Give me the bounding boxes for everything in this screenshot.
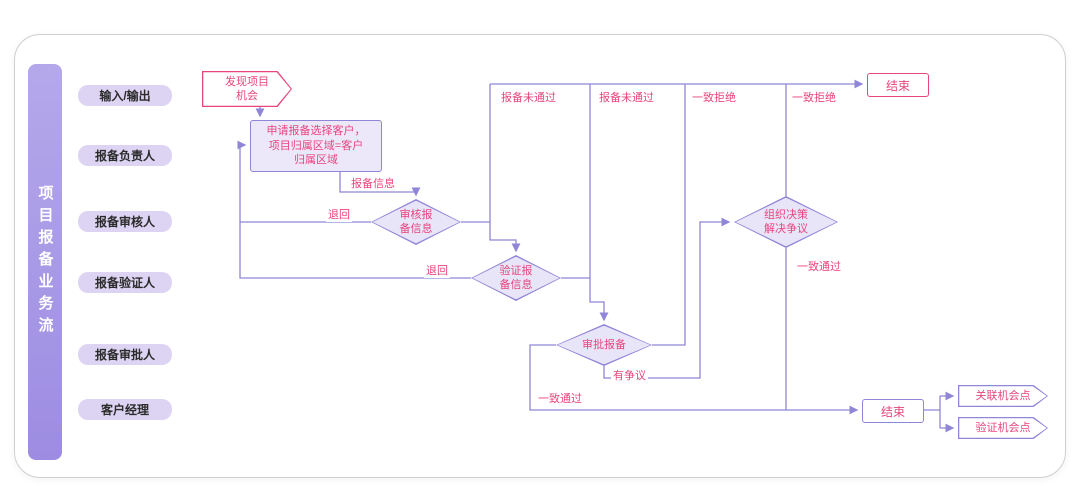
lane-label-reviewer: 报备审核人 — [78, 211, 172, 232]
flag-verify-text: 验证机会点 — [975, 421, 1031, 434]
edge-label-reject-2: 一致拒绝 — [790, 89, 838, 105]
node-flag-link-opportunity: 关联机会点 — [958, 385, 1048, 407]
edge-label-disputed: 有争议 — [611, 367, 648, 383]
node-verify-text: 验证报 — [499, 264, 533, 277]
node-apply-text: 项目归属区域=客户 — [268, 139, 364, 152]
node-verify-decision: 验证报 备信息 — [471, 255, 561, 301]
node-review-text: 备信息 — [399, 223, 433, 235]
node-start-text: 机会 — [236, 90, 258, 102]
node-flag-verify-opportunity: 验证机会点 — [958, 417, 1048, 439]
flag-link-text: 关联机会点 — [975, 389, 1031, 402]
flag-fill — [959, 418, 1047, 438]
lane-label-approver: 报备审批人 — [78, 344, 172, 365]
node-review-decision: 审核报 备信息 — [371, 199, 461, 245]
node-verify-text: 备信息 — [499, 279, 533, 291]
node-dispute-text: 组织决策 — [764, 208, 808, 221]
node-review-text: 审核报 — [399, 208, 433, 221]
node-start-fill — [203, 72, 291, 106]
node-dispute-text: 解决争议 — [764, 223, 808, 235]
sidebar-title-bar: 项目报备业务流 — [28, 64, 62, 460]
flag-fill — [959, 386, 1047, 406]
edge-label-return-verify: 退回 — [424, 262, 450, 278]
diagram-title: 项目报备业务流 — [36, 185, 54, 339]
edge-label-not-passed-2: 报备未通过 — [597, 89, 656, 105]
edge-label-pass-approve: 一致通过 — [536, 390, 584, 406]
node-end-top: 结束 — [867, 73, 929, 97]
edge-label-not-passed-1: 报备未通过 — [499, 89, 558, 105]
lane-label-verifier: 报备验证人 — [78, 272, 172, 293]
edge-label-pass-dispute: 一致通过 — [795, 258, 843, 274]
edge-label-return-review: 退回 — [326, 206, 352, 222]
edge-label-report-info: 报备信息 — [349, 175, 397, 191]
node-apply-text: 申请报备选择客户， — [266, 124, 366, 137]
node-start-opportunity: 发现项目 机会 — [202, 71, 292, 107]
node-apply-text: 归属区域 — [294, 154, 338, 167]
node-approve-decision: 审批报备 — [556, 324, 652, 366]
node-end-bottom: 结束 — [862, 399, 924, 423]
node-approve-text: 审批报备 — [582, 338, 626, 351]
lane-label-account-manager: 客户经理 — [78, 399, 172, 420]
node-start-text: 发现项目 — [225, 75, 269, 88]
node-apply-report: 申请报备选择客户， 项目归属区域=客户 归属区域 — [250, 120, 382, 172]
lane-label-input-output: 输入/输出 — [78, 85, 172, 106]
lane-label-owner: 报备负责人 — [78, 145, 172, 166]
edge-label-reject-1: 一致拒绝 — [690, 89, 738, 105]
node-dispute-resolution: 组织决策 解决争议 — [734, 196, 838, 248]
